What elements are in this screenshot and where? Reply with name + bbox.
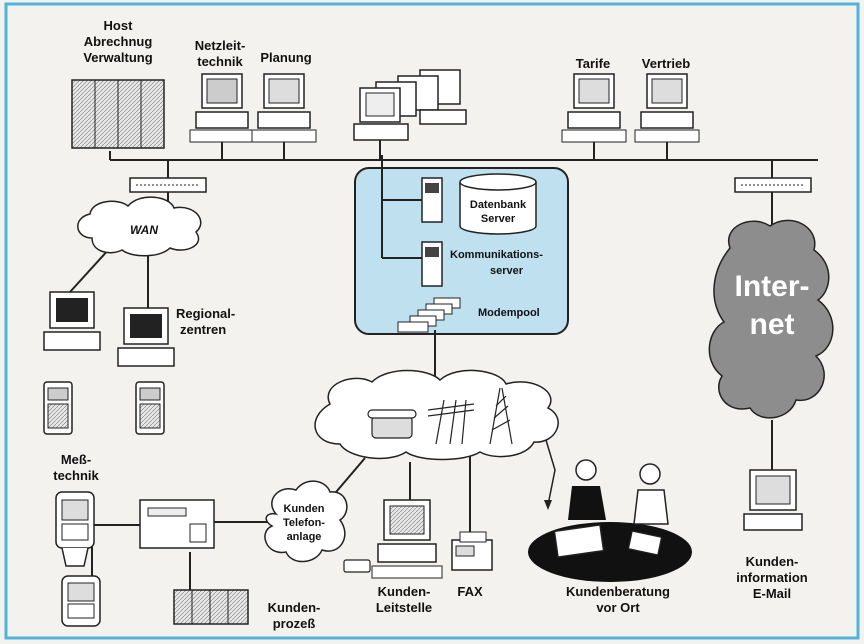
svg-text:technik: technik xyxy=(197,54,243,69)
control-box-icon xyxy=(139,499,215,549)
handheld-terminal-1-icon xyxy=(43,381,73,435)
arrow-head xyxy=(544,500,552,510)
svg-text:Kunden-: Kunden- xyxy=(746,554,799,569)
label-datenbank-server: Datenbank Server xyxy=(470,199,527,225)
radio-tower-icon xyxy=(489,387,513,445)
svg-text:Kunden: Kunden xyxy=(284,503,325,515)
workstation-cluster-icon xyxy=(353,69,467,141)
internet-cloud xyxy=(708,219,834,419)
svg-text:net: net xyxy=(750,308,795,341)
svg-text:server: server xyxy=(490,265,524,277)
datenbank-cylinder-icon xyxy=(459,173,537,235)
modem-stack-icon xyxy=(397,297,461,333)
svg-text:Server: Server xyxy=(481,213,516,225)
label-kundeninformation: Kunden- information E-Mail xyxy=(736,554,808,601)
fax-icon xyxy=(451,531,493,571)
workstation-kundeninfo-icon xyxy=(743,469,803,531)
label-host: Host Abrechnug Verwaltung xyxy=(83,18,152,65)
label-kunden-telefonanlage: Kunden Telefon- anlage xyxy=(283,503,325,543)
label-vertrieb: Vertrieb xyxy=(642,56,690,71)
svg-text:Kommunikations-: Kommunikations- xyxy=(450,249,543,261)
label-kundenprozess: Kunden- prozeß xyxy=(268,600,321,631)
svg-text:Kundenberatung: Kundenberatung xyxy=(566,584,670,599)
hub-left xyxy=(129,177,207,193)
workstation-tarife-icon xyxy=(561,73,627,143)
plc-rack-icon xyxy=(173,589,249,625)
label-wan: WAN xyxy=(130,223,158,237)
svg-text:E-Mail: E-Mail xyxy=(753,586,791,601)
label-internet: Inter- net xyxy=(735,270,810,341)
telephone-icon xyxy=(367,409,417,439)
svg-text:anlage: anlage xyxy=(287,531,322,543)
workstation-regional-1-icon xyxy=(43,291,101,351)
svg-text:Datenbank: Datenbank xyxy=(470,199,527,211)
svg-text:Kunden-: Kunden- xyxy=(378,584,431,599)
label-modempool: Modempool xyxy=(478,307,540,319)
hub-right xyxy=(734,177,812,193)
label-kommunikationsserver: Kommunikations- server xyxy=(450,249,543,277)
svg-text:Inter-: Inter- xyxy=(735,270,810,303)
server-tower-2-icon xyxy=(421,241,443,287)
kunden-telefonanlage-cloud xyxy=(264,480,348,563)
svg-text:vor Ort: vor Ort xyxy=(596,600,640,615)
svg-text:Netzleit-: Netzleit- xyxy=(195,38,246,53)
host-mainframe-icon xyxy=(71,79,165,149)
svg-text:Host: Host xyxy=(104,18,134,33)
workstation-planung-icon xyxy=(251,73,317,143)
svg-text:information: information xyxy=(736,570,808,585)
handheld-terminal-2-icon xyxy=(135,381,165,435)
svg-text:Meß-: Meß- xyxy=(61,452,91,467)
label-fax: FAX xyxy=(457,584,483,599)
modem-small-icon xyxy=(343,559,371,573)
workstation-leitstelle-icon xyxy=(371,499,443,579)
svg-text:Abrechnug: Abrechnug xyxy=(84,34,153,49)
label-tarife: Tarife xyxy=(576,56,610,71)
workstation-vertrieb-icon xyxy=(634,73,700,143)
server-tower-1-icon xyxy=(421,177,443,223)
svg-text:Leitstelle: Leitstelle xyxy=(376,600,432,615)
svg-text:technik: technik xyxy=(53,468,99,483)
label-regionalzentren: Regional- zentren xyxy=(176,306,235,337)
workstation-regional-2-icon xyxy=(117,307,175,367)
network-lines xyxy=(69,140,818,613)
label-netzleittechnik: Netzleit- technik xyxy=(195,38,246,69)
svg-text:Verwaltung: Verwaltung xyxy=(83,50,152,65)
label-kundenberatung: Kundenberatung vor Ort xyxy=(566,584,670,615)
kundenberatung-scene-icon xyxy=(528,459,692,582)
wan-cloud xyxy=(77,196,202,257)
svg-text:Telefon-: Telefon- xyxy=(283,517,325,529)
label-planung: Planung xyxy=(260,50,311,65)
workstation-netzleittechnik-icon xyxy=(189,73,255,143)
svg-text:Kunden-: Kunden- xyxy=(268,600,321,615)
power-pylon-icon xyxy=(427,399,475,445)
meter-2-icon xyxy=(61,575,101,627)
svg-text:prozeß: prozeß xyxy=(273,616,316,631)
outer-frame xyxy=(4,2,860,640)
meter-1-icon xyxy=(55,491,95,567)
svg-text:zentren: zentren xyxy=(180,322,226,337)
label-messtechnik: Meß- technik xyxy=(53,452,99,483)
label-kundenleitstelle: Kunden- Leitstelle xyxy=(376,584,432,615)
svg-text:Regional-: Regional- xyxy=(176,306,235,321)
